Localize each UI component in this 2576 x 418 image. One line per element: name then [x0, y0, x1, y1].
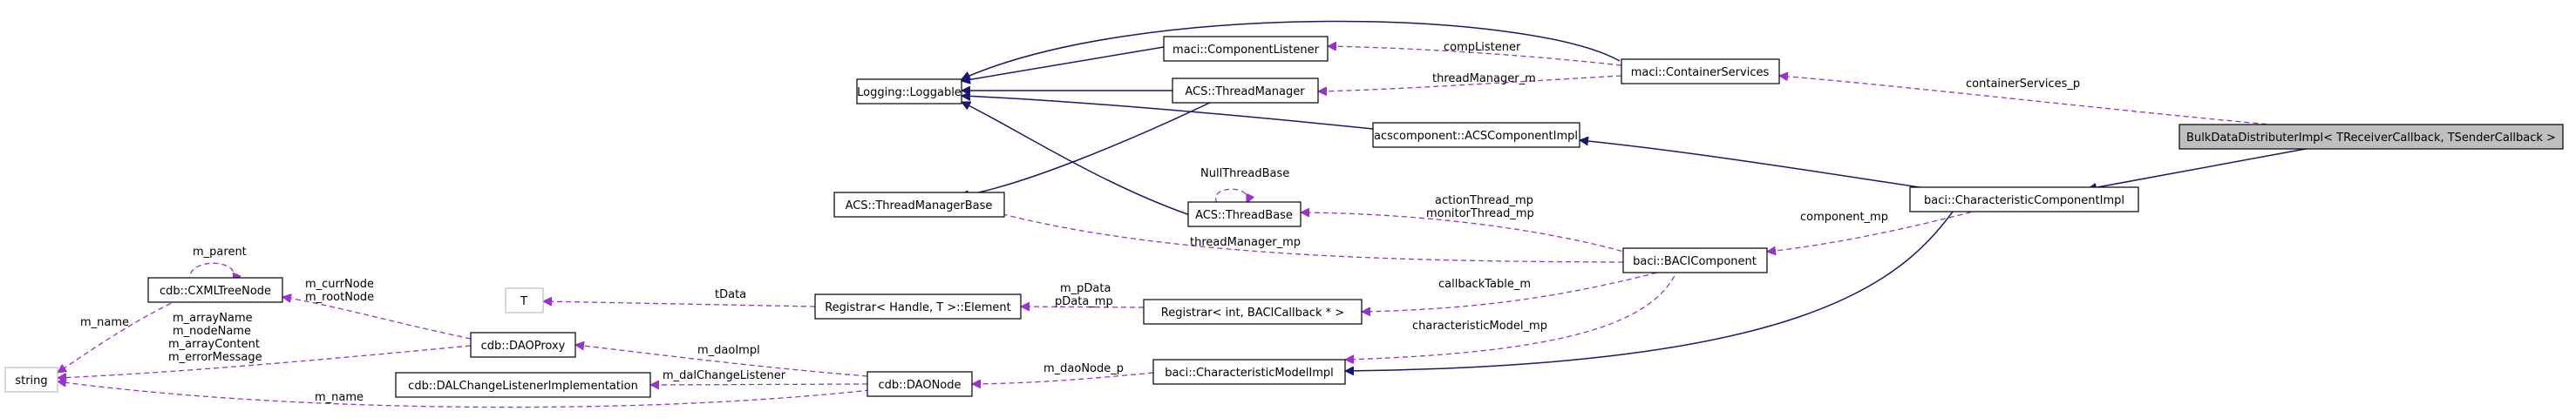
edge-threadmanager-to-threadmanagerbase: [960, 99, 1216, 196]
node-acs-threadmanager[interactable]: ACS::ThreadManager: [1172, 78, 1319, 104]
edge-label-m-arraycontent: m_arrayContent: [168, 338, 260, 351]
node-label: maci::ComponentListener: [1172, 44, 1320, 57]
node-maci-containerservices[interactable]: maci::ContainerServices: [1621, 58, 1780, 84]
edge-label-m-dalchangelistener: m_dalChangeListener: [663, 369, 786, 382]
edge-label-containerservices-p: containerServices_p: [1966, 78, 2080, 91]
edge-label-actionthread-mp: actionThread_mp: [1435, 194, 1533, 207]
edge-label-characteristicmodel-mp: characteristicModel_mp: [1412, 320, 1547, 333]
edge-cxmltreenode-self: [188, 262, 234, 282]
edge-daoproxy-to-cxmltreenode: [282, 297, 472, 340]
edge-threadbase-self: [1214, 188, 1248, 203]
edge-label-threadmanager-m: threadManager_m: [1432, 72, 1536, 85]
edge-label-m-daoimpl: m_daoImpl: [697, 344, 760, 357]
edge-bacicomponent-to-characteristicmodelimpl: [1345, 267, 1679, 360]
edge-label-m-errormessage: m_errorMessage: [168, 351, 262, 364]
edge-daonode-to-dalchangelistener: [650, 384, 868, 385]
node-label: Registrar< int, BACICallback * >: [1161, 307, 1344, 320]
node-registrar-int-bacicallback[interactable]: Registrar< int, BACICallback * >: [1143, 299, 1363, 325]
edge-label-pdata-mp: pData_mp: [1055, 295, 1113, 308]
edge-label-m-currnode: m_currNode: [305, 278, 374, 291]
node-label: cdb::DALChangeListenerImplementation: [408, 380, 638, 393]
node-label: T: [520, 295, 527, 308]
node-maci-componentlistener[interactable]: maci::ComponentListener: [1163, 36, 1329, 62]
node-label: cdb::CXMLTreeNode: [160, 285, 271, 298]
node-cdb-daoproxy[interactable]: cdb::DAOProxy: [470, 332, 576, 358]
node-label: BulkDataDistributerImpl< TReceiverCallba…: [2186, 131, 2556, 145]
node-label: cdb::DAONode: [878, 379, 961, 392]
edge-label-m-name-2: m_name: [315, 391, 364, 404]
edge-characteristiccomponentimpl-to-characteristicmodelimpl: [1345, 205, 1958, 371]
usage-edges: [58, 46, 2311, 408]
node-baci-characteristicmodelimpl[interactable]: baci::CharacteristicModelImpl: [1152, 359, 1346, 385]
node-acs-threadmanagerbase[interactable]: ACS::ThreadManagerBase: [833, 192, 1005, 218]
node-registrar-element[interactable]: Registrar< Handle, T >::Element: [814, 293, 1022, 320]
node-label: Registrar< Handle, T >::Element: [825, 301, 1011, 314]
edge-label-callbacktable-m: callbackTable_m: [1438, 278, 1531, 291]
edge-characteristiccomponentimpl-to-acscomponentimpl: [1580, 140, 1949, 192]
edge-label-monitorthread-mp: monitorThread_mp: [1426, 207, 1534, 220]
node-label: maci::ContainerServices: [1631, 66, 1770, 79]
inheritance-edges: [960, 20, 2311, 371]
node-string[interactable]: string: [4, 367, 58, 393]
edge-label-tdata: tData: [715, 288, 746, 301]
edge-label-m-arrayname: m_arrayName: [173, 312, 253, 325]
edge-label-m-parent: m_parent: [193, 246, 247, 259]
node-baci-characteristiccomponentimpl[interactable]: baci::CharacteristicComponentImpl: [1909, 186, 2139, 212]
node-logging-loggable[interactable]: Logging::Loggable: [856, 78, 962, 104]
edge-label-m-nodename: m_nodeName: [173, 325, 251, 338]
edge-bulkdata-to-containerservices: [1779, 76, 2311, 129]
edge-containerservices-to-loggable: [962, 20, 1621, 79]
node-label: Logging::Loggable: [857, 86, 962, 99]
node-label: acscomponent::ACSComponentImpl: [1374, 130, 1578, 143]
node-cdb-cxmltreenode[interactable]: cdb::CXMLTreeNode: [147, 277, 283, 303]
edge-daonode-to-string: [58, 381, 871, 408]
node-t[interactable]: T: [505, 287, 544, 314]
node-label: baci::CharacteristicModelImpl: [1165, 367, 1334, 380]
edge-label-m-rootnode: m_rootNode: [305, 291, 374, 304]
node-cdb-dalchangelistenerimplementation[interactable]: cdb::DALChangeListenerImplementation: [395, 372, 651, 398]
edge-label-nullthreadbase: NullThreadBase: [1200, 167, 1289, 180]
edge-containerservices-to-threadmanager: [1318, 75, 1622, 91]
node-cdb-daonode[interactable]: cdb::DAONode: [867, 371, 973, 397]
node-baci-bacicomponent[interactable]: baci::BACIComponent: [1622, 247, 1768, 273]
node-label: string: [15, 374, 47, 388]
node-label: ACS::ThreadManager: [1185, 85, 1305, 98]
node-label: baci::CharacteristicComponentImpl: [1924, 194, 2124, 207]
node-label: ACS::ThreadBase: [1195, 209, 1293, 222]
edge-label-threadmanager-mp: threadManager_mp: [1190, 236, 1301, 249]
edge-bulkdata-to-characteristiccomponentimpl: [2088, 147, 2311, 189]
edge-labels: compListener threadManager_m containerSe…: [80, 41, 2080, 404]
edge-componentlistener-to-loggable: [962, 46, 1165, 81]
node-label: ACS::ThreadManagerBase: [846, 199, 993, 212]
edge-bacicomponent-to-threadbase: [1301, 212, 1631, 254]
node-acscomponent-acscomponentimpl[interactable]: acscomponent::ACSComponentImpl: [1372, 122, 1580, 148]
edge-cxmltreenode-to-string: [58, 299, 180, 373]
nodes: Logging::Loggable maci::ComponentListene…: [4, 36, 2564, 398]
node-label: baci::BACIComponent: [1633, 255, 1757, 268]
edge-label-m-daonode-p: m_daoNode_p: [1043, 362, 1124, 375]
node-label: cdb::DAOProxy: [481, 340, 566, 353]
edge-acscomponentimpl-to-loggable: [962, 96, 1374, 130]
edge-bacicomponent-to-threadmanagerbase: [960, 202, 1624, 263]
edge-registrarelement-to-t: [543, 301, 816, 307]
edge-threadbase-to-loggable: [962, 101, 1191, 216]
edge-label-complistener: compListener: [1444, 41, 1521, 54]
edge-label-m-name-1: m_name: [80, 316, 129, 329]
edge-label-component-mp: component_mp: [1800, 211, 1888, 224]
edge-label-m-pdata: m_pData: [1060, 282, 1111, 295]
edge-daonode-to-daoproxy: [575, 345, 868, 377]
edge-characteristiccomponentimpl-to-bacicomponent: [1767, 205, 1997, 252]
edge-daoproxy-to-string: [58, 345, 472, 378]
node-acs-threadbase[interactable]: ACS::ThreadBase: [1187, 201, 1302, 227]
edge-characteristicmodelimpl-to-daonode: [972, 372, 1154, 384]
node-bulkdatadistributerimpl[interactable]: BulkDataDistributerImpl< TReceiverCallba…: [2178, 124, 2564, 150]
